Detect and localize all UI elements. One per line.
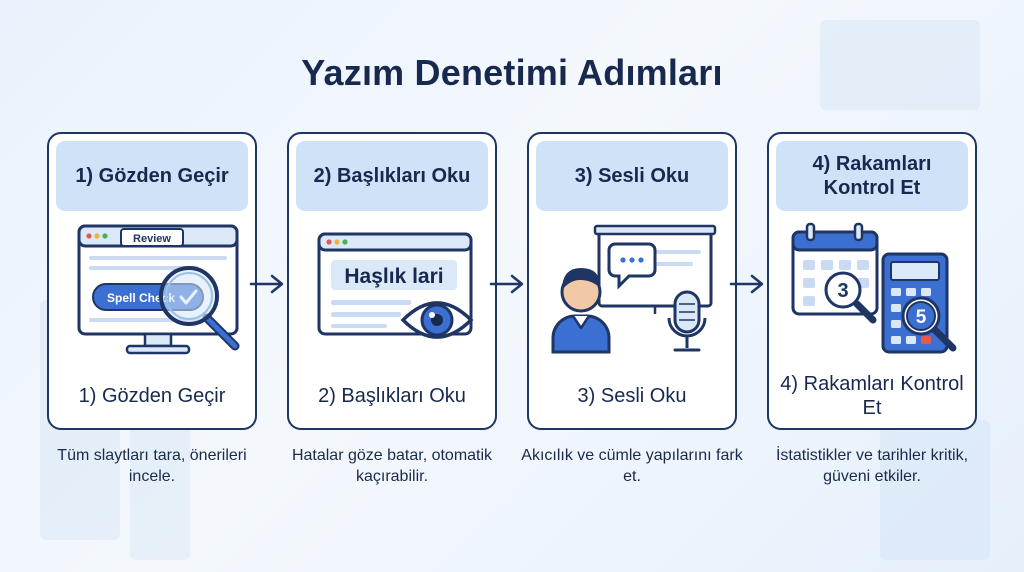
calculator-number-text: 5 bbox=[916, 307, 927, 328]
calendar-number-text: 3 bbox=[837, 280, 848, 302]
step-description-2: Hatalar göze batar, otomatik kaçırabilir… bbox=[291, 447, 493, 485]
page-title: Yazım Denetimi Adımları bbox=[301, 52, 723, 93]
step-caption-4: 4) Rakamları Kontrol Et bbox=[780, 372, 964, 419]
arrow-right-icon bbox=[249, 274, 284, 294]
step-card-1: 1) Gözden Geçir Review Spell Check bbox=[47, 132, 257, 430]
arrow-right-icon bbox=[729, 274, 764, 294]
step-caption-2: 2) Başlıkları Oku bbox=[318, 384, 466, 407]
step-description-1: Tüm slaytları tara, önerileri incele. bbox=[57, 447, 247, 485]
step-card-3: 3) Sesli Oku 3 bbox=[527, 132, 737, 430]
step-description-4: İstatistikler ve tarihler kritik, güveni… bbox=[775, 447, 969, 485]
browser-eye-icon: Haşlık lari bbox=[297, 220, 487, 358]
review-tab-label: Review bbox=[133, 233, 171, 245]
speaker-microphone-icon bbox=[537, 220, 727, 358]
calendar-calculator-icon: 3 5 bbox=[777, 220, 967, 358]
arrow-right-icon bbox=[489, 274, 524, 294]
step-caption-3: 3) Sesli Oku bbox=[577, 384, 687, 407]
monitor-magnifier-icon: Review Spell Check bbox=[57, 220, 247, 358]
step-caption-1: 1) Gözden Geçir bbox=[78, 384, 226, 407]
step-description-3: Akıcılık ve cümle yapılarını fark et. bbox=[521, 447, 743, 485]
step-card-4: 4) Rakamları Kontrol Et 3 bbox=[767, 132, 977, 430]
step-header-4: 4) Rakamları Kontrol Et bbox=[776, 141, 968, 211]
step-header-3: 3) Sesli Oku bbox=[536, 141, 728, 211]
spell-check-button-label: Spell Check bbox=[107, 291, 175, 305]
heading-sample-text: Haşlık lari bbox=[344, 265, 443, 288]
step-header-1: 1) Gözden Geçir bbox=[56, 141, 248, 211]
step-header-2: 2) Başlıkları Oku bbox=[296, 141, 488, 211]
step-card-2: 2) Başlıkları Oku Haşlık lari 2) Başlıkl… bbox=[287, 132, 497, 430]
